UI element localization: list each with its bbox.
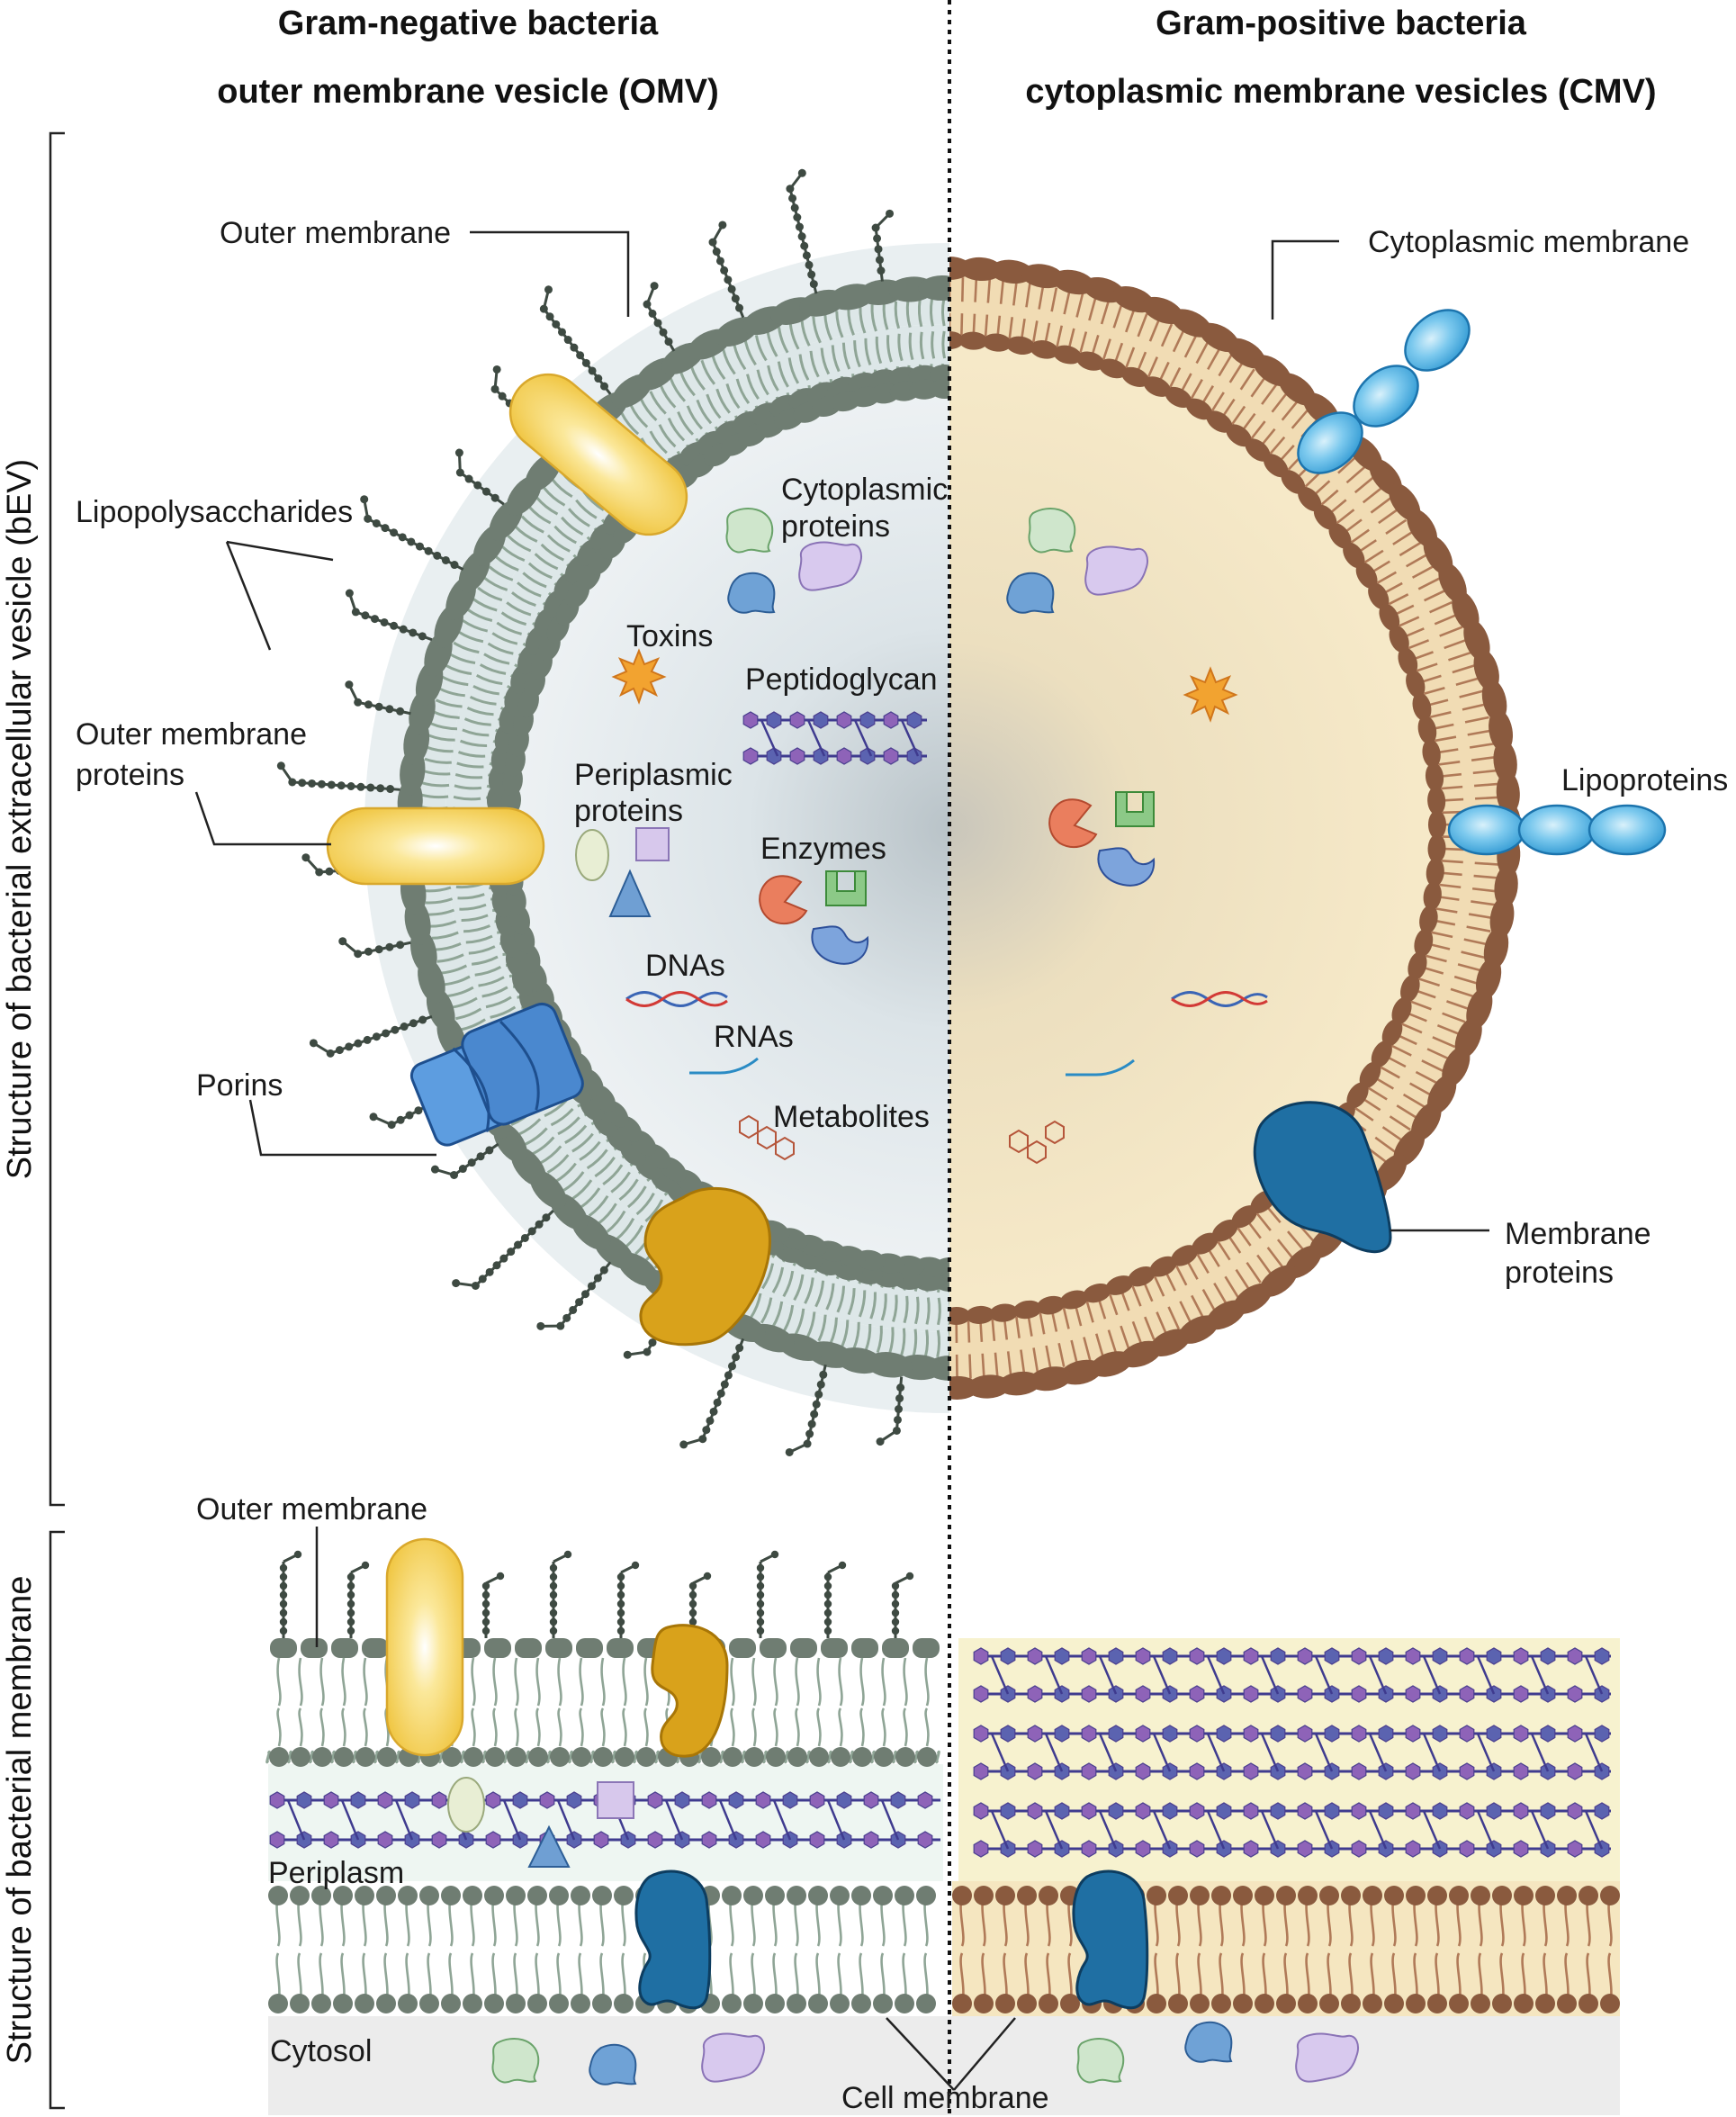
cmv-cytoplasmic-protein-green [1028,508,1076,554]
label-porins: Porins [196,1068,283,1103]
bracket-bev [49,131,65,1507]
label-lipoproteins: Lipoproteins [1561,763,1728,797]
cmv-dna-icon [1171,991,1268,1007]
cmv-cargo [1006,508,1268,1165]
label-outer-membrane: Outer membrane [220,216,451,250]
label-membrane-proteins-2: proteins [1505,1256,1614,1290]
membrane-cross-section [265,1537,1620,2115]
cytosol-protein-green-1 [491,2038,540,2084]
cytosol-protein-blue-1 [589,2043,637,2085]
label-cell-membrane: Cell membrane [841,2081,1049,2115]
cytosol-protein-purple-2 [1295,2032,1359,2083]
bottom-lps [279,1550,914,1638]
title-cmv: cytoplasmic membrane vesicles (CMV) [1025,73,1656,111]
omp-yellow-left [326,806,545,886]
bottom-periplasmic-square [597,1781,634,1819]
omv-cargo [575,508,869,1161]
label-dnas: DNAs [645,949,725,983]
leader-porins [248,1099,436,1157]
periplasmic-protein-oval [575,829,609,881]
cmv-enzyme-green [1115,791,1155,827]
label-outer-membrane-bottom: Outer membrane [196,1492,427,1527]
lipopolysaccharide-chains [276,168,905,1456]
enzyme-red [759,875,808,925]
label-cytoplasmic-proteins-1: Cytoplasmic [781,473,948,507]
title-gram-negative: Gram-negative bacteria [278,5,659,42]
label-omp-line1: Outer membrane [76,717,307,752]
side-label-bev: Structure of bacterial extracellular ves… [1,459,39,1179]
cytosol-protein-blue-2 [1184,2021,1233,2063]
cytosol-protein-green-2 [1076,2038,1125,2084]
label-enzymes: Enzymes [760,832,886,866]
leader-outer-membrane [470,230,630,317]
side-label-membrane: Structure of bacterial membrane [1,1576,39,2065]
leader-lps-2 [225,541,272,651]
label-cytoplasmic-proteins-2: proteins [781,509,890,544]
label-membrane-proteins-1: Membrane [1505,1217,1651,1251]
cmv-rna-icon [1066,1058,1135,1077]
leader-cell-membrane-1 [886,2017,955,2091]
peptidoglycan-omv [742,711,927,765]
cmv-enzyme-blue [1097,847,1156,887]
cmv-bilayer [949,257,1521,1400]
metabolite-icon [739,1114,795,1161]
leader-omp [194,791,331,846]
bottom-membrane-protein-right [1072,1869,1149,2010]
enzyme-green [825,870,867,906]
cmv-cytoplasmic-protein-purple [1084,545,1148,596]
label-lipopolysaccharides: Lipopolysaccharides [76,495,353,529]
bottom-periplasmic-oval [447,1777,485,1833]
omp-gold [639,1186,771,1347]
label-omp-line2: proteins [76,758,184,792]
enzyme-blue [811,925,869,965]
label-periplasmic-proteins-2: proteins [574,794,683,828]
label-periplasmic-proteins-1: Periplasmic [574,758,733,792]
bottom-membrane-protein-left [634,1869,712,2010]
cytosol-protein-purple-1 [701,2032,765,2083]
cytoplasmic-protein-blue [727,572,776,614]
membrane-protein-cmv [1253,1101,1392,1254]
periplasmic-protein-square [635,827,670,861]
bottom-gold-protein [651,1624,729,1758]
bracket-membrane [49,1530,65,2110]
toxin-icon [611,648,667,705]
periplasmic-protein-triangle [608,869,652,917]
title-omv: outer membrane vesicle (OMV) [217,73,719,111]
cmv-enzyme-red [1048,798,1098,849]
label-cytosol: Cytosol [270,2034,372,2068]
cytoplasmic-protein-purple [798,541,862,591]
leader-lps-1 [226,540,334,562]
label-periplasm: Periplasm [268,1856,404,1890]
cmv-metabolite-icon [1009,1120,1065,1165]
omp-yellow-top [508,373,688,536]
label-toxins: Toxins [626,619,713,653]
label-peptidoglycan: Peptidoglycan [745,662,938,697]
bottom-periplasmic-triangle [527,1824,571,1868]
leader-cell-membrane-2 [953,2017,1016,2091]
lipoprotein-top [1297,309,1471,474]
lipoprotein-right [1447,804,1667,856]
cmv-vesicle [949,257,1521,1400]
bottom-peptidoglycan [269,1647,1611,1858]
label-rnas: RNAs [714,1020,794,1054]
cmv-toxin-icon [1183,666,1238,723]
label-cytoplasmic-membrane: Cytoplasmic membrane [1368,225,1689,259]
gp-wall-background [958,1638,1620,1881]
leader-cytoplasmic-membrane [1271,239,1339,320]
dna-icon [625,991,728,1007]
cmv-cytoplasmic-protein-blue [1006,572,1055,614]
bottom-omp-yellow [385,1537,464,1757]
rna-icon [689,1057,759,1075]
cytoplasmic-protein-green [725,508,774,554]
porin [409,1002,584,1147]
title-gram-positive: Gram-positive bacteria [1156,5,1527,42]
label-metabolites: Metabolites [773,1100,930,1134]
